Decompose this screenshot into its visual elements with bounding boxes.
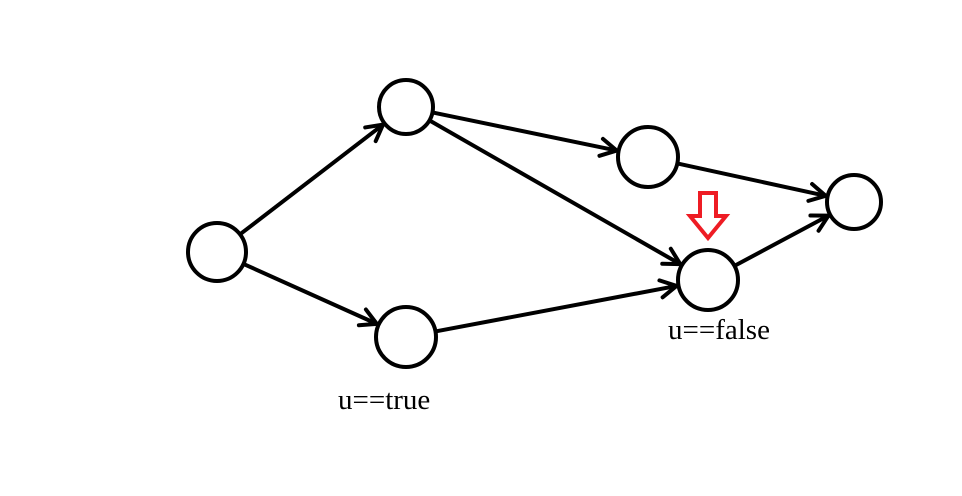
label-u-false: u==false	[668, 314, 770, 346]
edge-n3-n5	[675, 161, 828, 198]
node-n3	[616, 125, 680, 189]
node-n6	[374, 305, 438, 369]
edge-n1-n2	[238, 122, 385, 237]
edge-n2-n4	[427, 118, 683, 267]
edge-n4-n5	[732, 213, 831, 268]
edge-n6-n4	[433, 283, 679, 334]
edge-n1-n6	[241, 261, 379, 326]
node-n1	[186, 221, 248, 283]
edge-n2-n3	[430, 110, 619, 153]
arrowhead-icon	[806, 182, 828, 203]
arrowhead-icon	[808, 213, 831, 233]
node-n5	[825, 173, 883, 231]
node-n4	[676, 248, 740, 312]
arrowhead-icon	[657, 278, 679, 300]
node-n2	[377, 78, 435, 136]
arrowhead-icon	[356, 307, 379, 328]
label-u-true: u==true	[338, 384, 431, 416]
down-arrow-icon	[685, 191, 731, 242]
